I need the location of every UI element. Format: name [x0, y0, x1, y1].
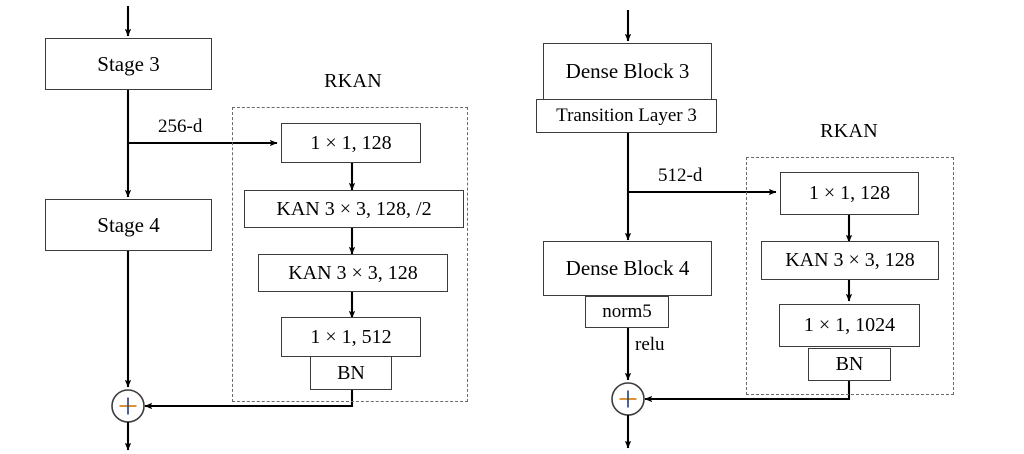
line-bn-to-add — [144, 390, 354, 410]
rkan-group-title-left: RKAN — [324, 70, 382, 92]
rkan-batch-norm-right-label: BN — [835, 353, 864, 375]
rkan-batch-norm-left-label: BN — [337, 361, 365, 384]
rkan-conv-1x1-128-left[interactable]: 1 × 1, 128 — [281, 123, 421, 163]
transition-layer-3-label: Transition Layer 3 — [556, 105, 697, 126]
stage-3-label: Stage 3 — [97, 51, 160, 76]
transition-layer-3[interactable]: Transition Layer 3 — [536, 99, 717, 133]
rkan-conv-1x1-1024[interactable]: 1 × 1, 1024 — [779, 304, 920, 347]
rkan-batch-norm-right[interactable]: BN — [808, 348, 891, 381]
norm5-label: norm5 — [602, 301, 652, 322]
rkan-kan-3x3-128-left-label: KAN 3 × 3, 128 — [288, 261, 418, 284]
rkan-conv-1x1-128-right-label: 1 × 1, 128 — [808, 182, 891, 204]
rkan-kan-3x3-128-left[interactable]: KAN 3 × 3, 128 — [258, 254, 448, 292]
rkan-conv-1x1-512[interactable]: 1 × 1, 512 — [281, 317, 421, 357]
dense-block-4[interactable]: Dense Block 4 — [543, 241, 712, 296]
branch-width-label-left: 256-d — [158, 116, 203, 137]
rkan-group-right — [746, 157, 954, 395]
rkan-conv-1x1-128-right[interactable]: 1 × 1, 128 — [780, 172, 919, 215]
rkan-batch-norm-left[interactable]: BN — [310, 356, 392, 390]
branch-width-label-right: 512-d — [658, 165, 703, 186]
rkan-group-title-right: RKAN — [820, 120, 878, 142]
relu-label: relu — [635, 334, 665, 355]
rkan-kan-3x3-128-stride2-label: KAN 3 × 3, 128, /2 — [276, 197, 432, 220]
rkan-conv-1x1-512-label: 1 × 1, 512 — [310, 325, 392, 348]
rkan-group-left — [232, 107, 468, 402]
stage-3-block[interactable]: Stage 3 — [45, 38, 212, 90]
dense-block-3-label: Dense Block 3 — [565, 59, 690, 83]
dense-block-4-label: Dense Block 4 — [565, 256, 690, 280]
rkan-kan-3x3-128-right[interactable]: KAN 3 × 3, 128 — [761, 241, 939, 280]
dense-block-3[interactable]: Dense Block 3 — [543, 43, 712, 100]
rkan-kan-3x3-128-right-label: KAN 3 × 3, 128 — [785, 249, 915, 271]
stage-4-block[interactable]: Stage 4 — [45, 199, 212, 251]
rkan-conv-1x1-1024-label: 1 × 1, 1024 — [803, 314, 896, 336]
norm5-block[interactable]: norm5 — [585, 296, 669, 328]
line-rbn-to-add — [644, 381, 851, 403]
stage-4-label: Stage 4 — [97, 212, 160, 237]
rkan-kan-3x3-128-stride2[interactable]: KAN 3 × 3, 128, /2 — [244, 190, 464, 228]
rkan-conv-1x1-128-left-label: 1 × 1, 128 — [310, 131, 392, 154]
